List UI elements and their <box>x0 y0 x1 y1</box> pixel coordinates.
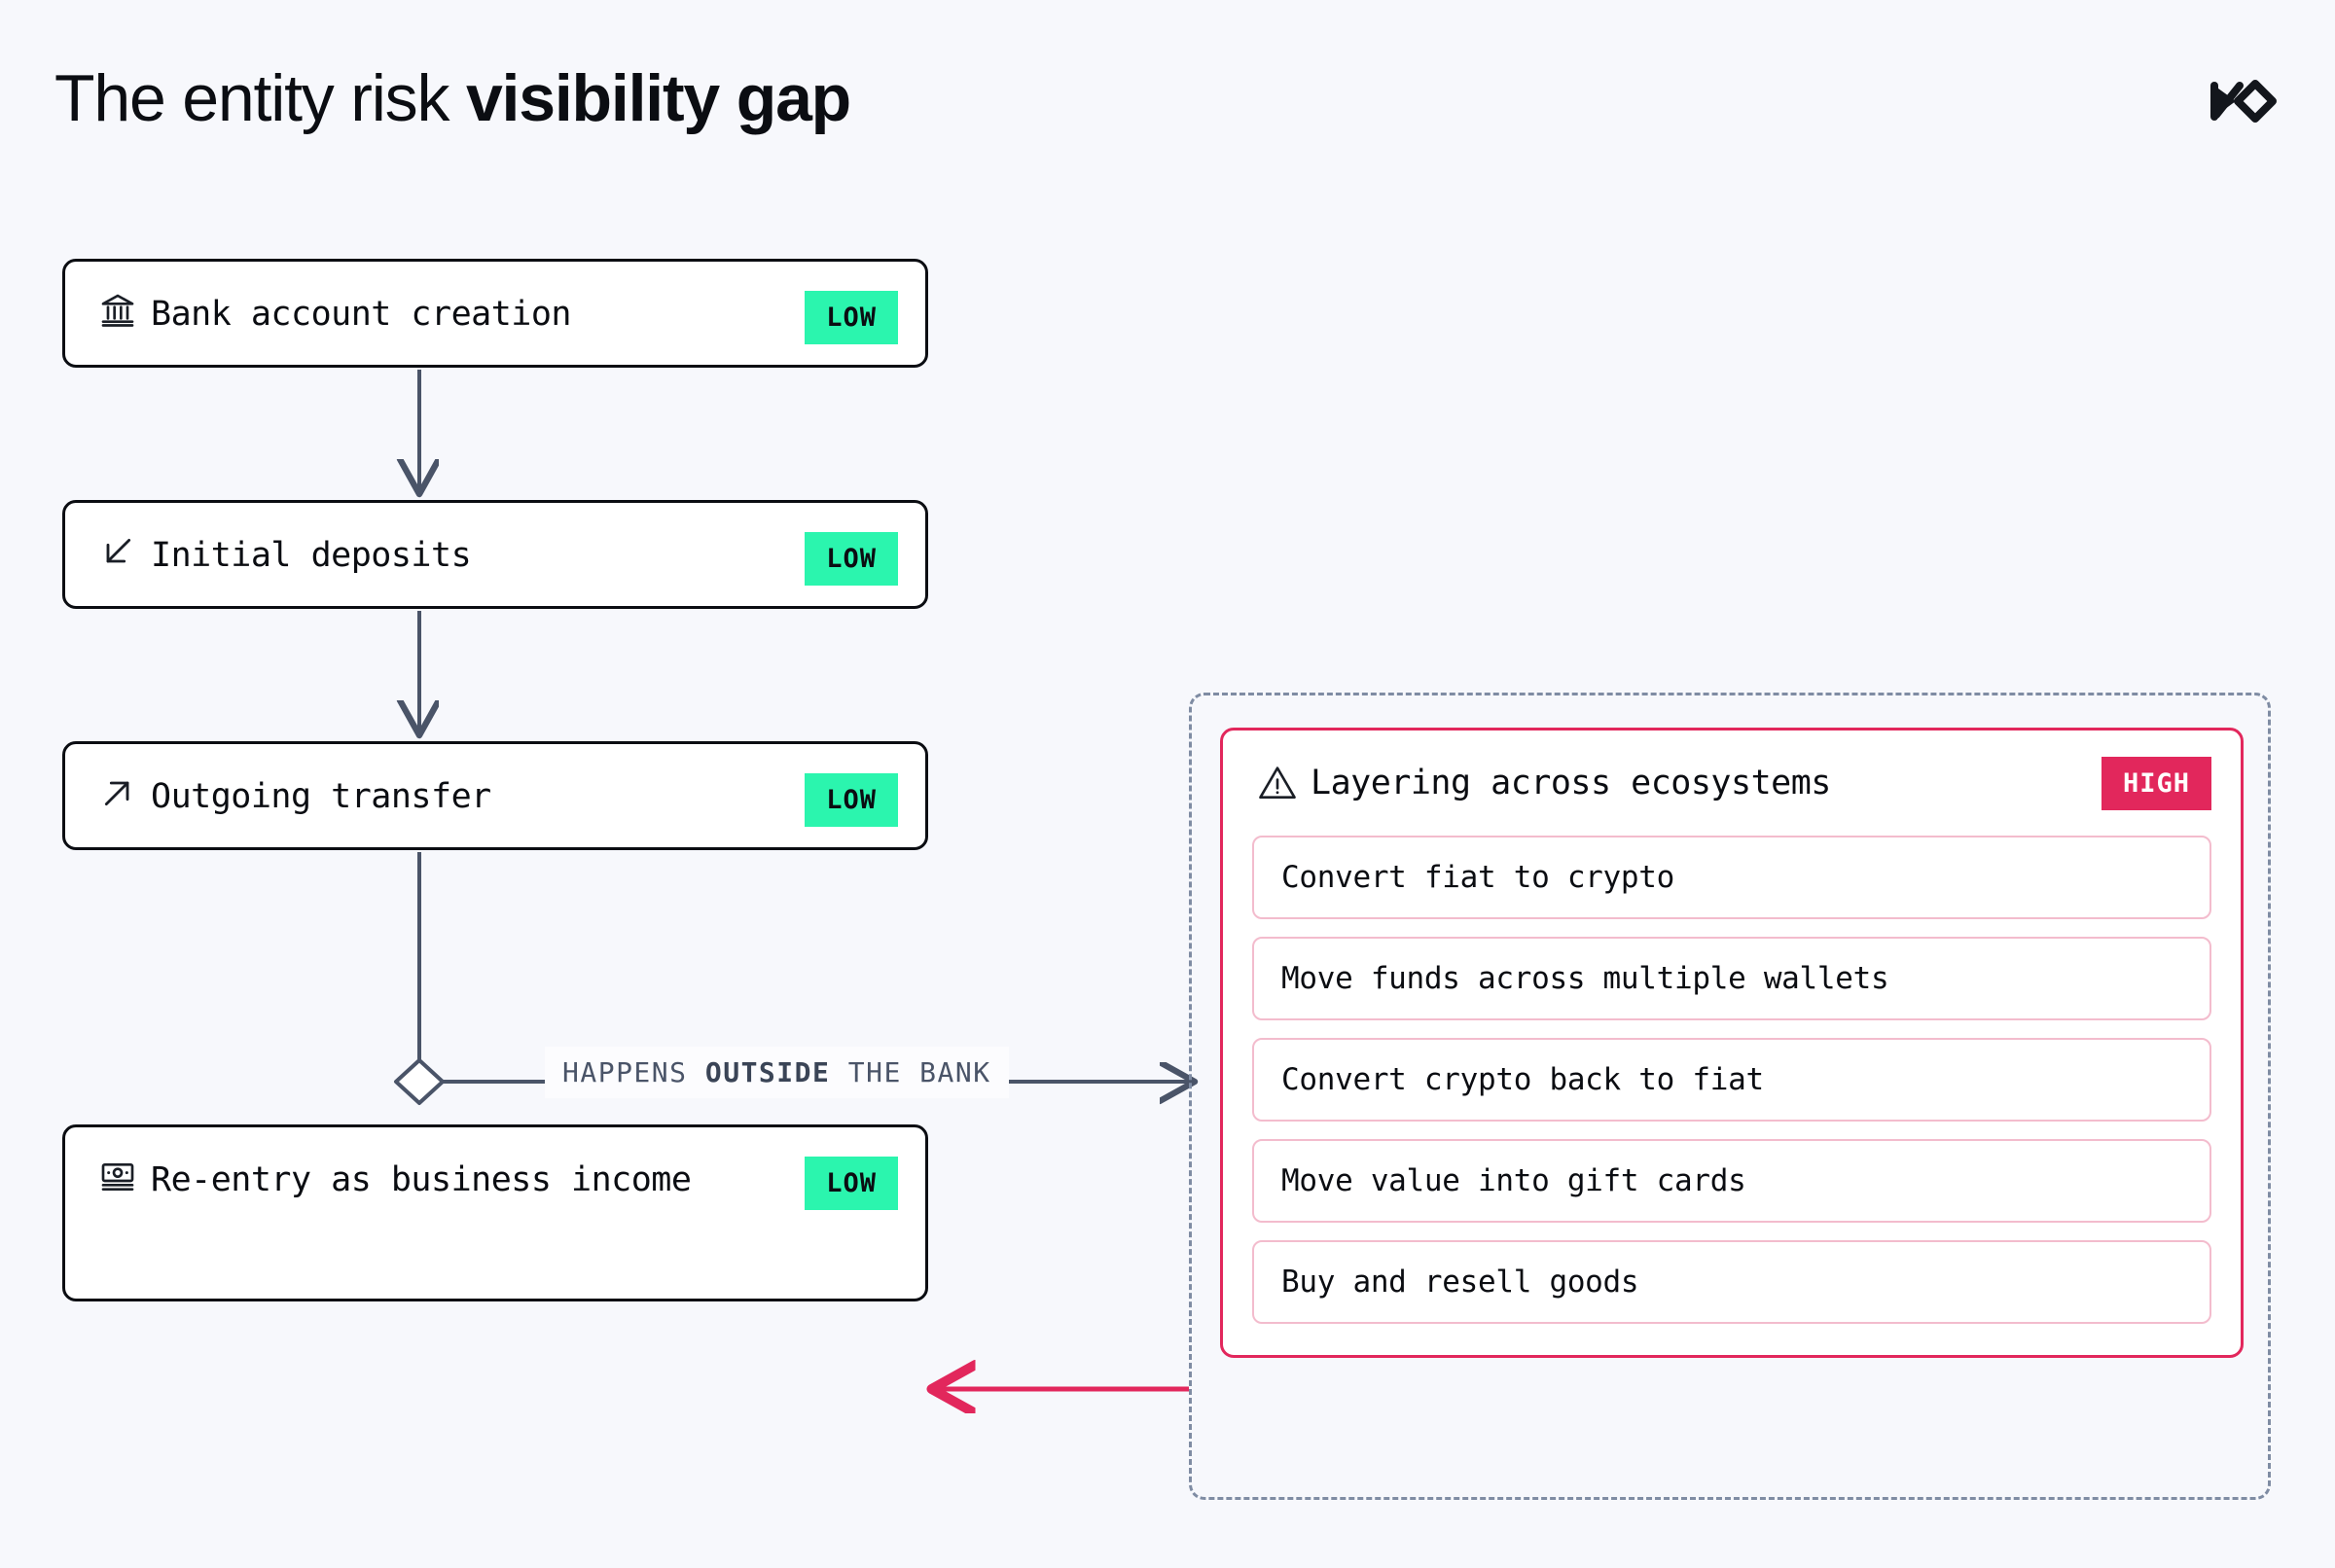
flow-card-initial-deposits[interactable]: Initial deposits LOW <box>62 500 928 609</box>
risk-step-item[interactable]: Convert fiat to crypto <box>1252 836 2211 919</box>
page-title: The entity risk visibility gap <box>54 60 851 136</box>
risk-panel-title: Layering across ecosystems <box>1311 764 1831 802</box>
flow-card-label: Initial deposits <box>151 536 472 575</box>
risk-step-item[interactable]: Move funds across multiple wallets <box>1252 937 2211 1020</box>
risk-panel-header: Layering across ecosystems HIGH <box>1252 756 2211 810</box>
arrow-up-right-icon <box>92 769 143 812</box>
risk-badge-low: LOW <box>805 532 898 586</box>
bank-building-icon <box>92 287 143 330</box>
branch-label-happens-outside-the-bank: HAPPENS OUTSIDE THE BANK <box>545 1047 1009 1098</box>
risk-panel-layering-across-ecosystems[interactable]: Layering across ecosystems HIGH Convert … <box>1220 728 2244 1358</box>
risk-badge-low: LOW <box>805 773 898 827</box>
arrow-down-left-icon <box>92 528 143 571</box>
outside-the-bank-region <box>1189 693 2271 1500</box>
flow-card-label: Bank account creation <box>151 295 572 334</box>
flow-card-re-entry-as-business-income[interactable]: Re-entry as business income LOW <box>62 1124 928 1301</box>
risk-step-item[interactable]: Move value into gift cards <box>1252 1139 2211 1223</box>
page-title-light: The entity risk <box>54 61 466 135</box>
diamond-junction-node <box>394 1058 445 1105</box>
branch-label-suffix: THE BANK <box>830 1056 991 1088</box>
flow-card-bank-account-creation[interactable]: Bank account creation LOW <box>62 259 928 368</box>
flow-card-outgoing-transfer[interactable]: Outgoing transfer LOW <box>62 741 928 850</box>
risk-step-item[interactable]: Buy and resell goods <box>1252 1240 2211 1324</box>
branch-label-prefix: HAPPENS <box>562 1056 705 1088</box>
page-title-bold: visibility gap <box>465 61 851 135</box>
risk-badge-low: LOW <box>805 1157 898 1210</box>
banknote-icon <box>92 1153 143 1195</box>
flow-card-label: Outgoing transfer <box>151 777 491 816</box>
branch-label-strong: OUTSIDE <box>704 1056 831 1088</box>
page-header: The entity risk visibility gap <box>0 0 2335 195</box>
brand-mark-logo <box>2210 76 2279 126</box>
risk-badge-low: LOW <box>805 291 898 344</box>
flow-card-label: Re-entry as business income <box>151 1160 692 1199</box>
risk-badge-high: HIGH <box>2101 756 2211 810</box>
warning-triangle-icon <box>1252 763 1303 803</box>
risk-step-item[interactable]: Convert crypto back to fiat <box>1252 1038 2211 1122</box>
